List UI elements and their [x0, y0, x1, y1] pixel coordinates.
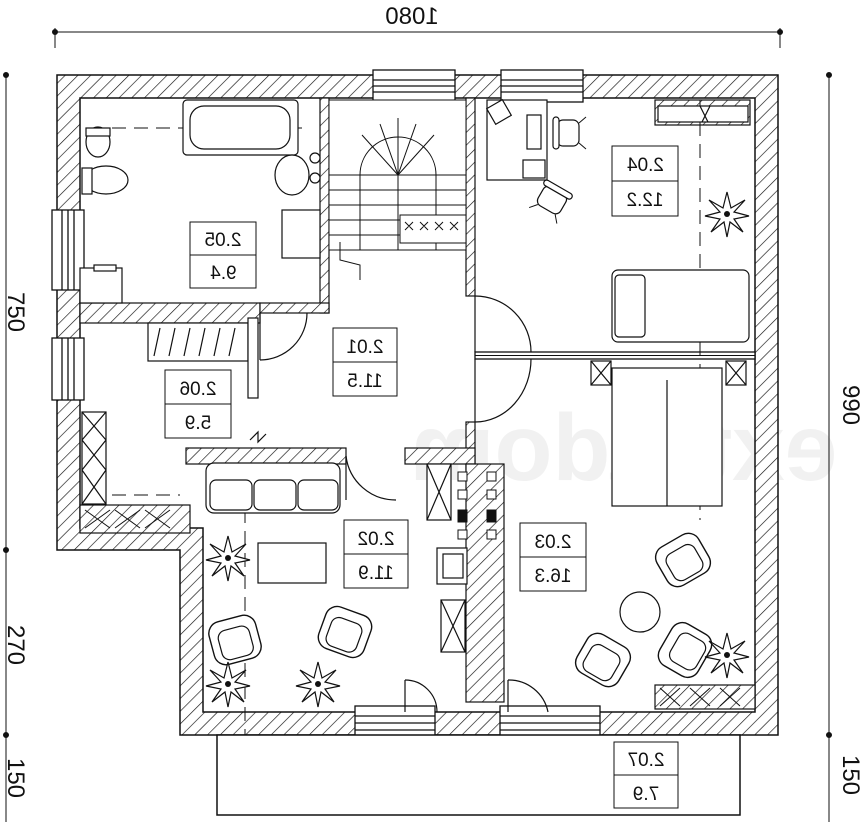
windows	[51, 69, 601, 741]
windowsill-closet	[84, 509, 171, 529]
plant	[704, 632, 750, 679]
plant	[704, 191, 750, 238]
room-2-04-label: 2.04 12.2	[627, 155, 664, 211]
room-2-05-label: 2.05 9.4	[205, 230, 242, 284]
dimension-lines	[3, 28, 832, 822]
staircase	[328, 99, 467, 280]
dim-left-mid: 270	[2, 625, 29, 665]
room-number: 2.01	[347, 337, 384, 358]
chimney-vents	[457, 471, 497, 540]
round-table	[619, 591, 661, 633]
room-number: 2.05	[205, 230, 242, 251]
windowsill-bedroom	[659, 687, 741, 707]
room-2-07-label: 2.07 7.9	[628, 750, 665, 805]
living-furniture	[205, 462, 468, 653]
armchair	[653, 617, 717, 683]
room-number: 2.06	[180, 379, 217, 400]
room-area: 12.2	[627, 190, 664, 211]
room-2-03-label: 2.03 16.3	[535, 532, 572, 587]
bathroom-fixtures	[79, 99, 321, 304]
room-number: 2.03	[535, 532, 572, 553]
room-2-06-label: 2.06 5.9	[180, 379, 217, 434]
dim-right-bottom: 150	[837, 755, 860, 795]
dim-left-top: 750	[2, 292, 29, 332]
dim-right: 990	[837, 385, 860, 425]
plant	[295, 661, 341, 708]
room-area: 11.5	[347, 371, 383, 392]
planter-stairs	[404, 221, 459, 231]
room-2-01-label: 2.01 11.5	[347, 337, 384, 392]
armchair	[314, 602, 376, 662]
dim-top: 1080	[385, 3, 438, 30]
room-area: 11.9	[358, 563, 394, 584]
armchair	[205, 611, 265, 669]
room-area: 16.3	[535, 566, 572, 587]
room-2-02-label: 2.02 11.9	[358, 529, 395, 584]
dim-left-bottom: 150	[2, 758, 29, 798]
room-number: 2.04	[627, 155, 664, 176]
officechair	[552, 116, 587, 150]
officechair	[528, 178, 574, 225]
interior-walls	[79, 97, 756, 710]
room-labels	[164, 145, 679, 809]
room-area: 5.9	[185, 413, 211, 434]
closet-fixtures	[81, 317, 267, 505]
room-number: 2.07	[628, 750, 665, 771]
office-furniture	[485, 98, 750, 507]
room-area: 7.9	[633, 784, 659, 805]
armchair	[650, 528, 716, 592]
plant	[205, 661, 251, 708]
room-number: 2.02	[358, 529, 395, 550]
armchair	[570, 628, 636, 692]
room-area: 9.4	[210, 263, 237, 284]
doors	[259, 295, 549, 713]
plant	[205, 535, 251, 582]
